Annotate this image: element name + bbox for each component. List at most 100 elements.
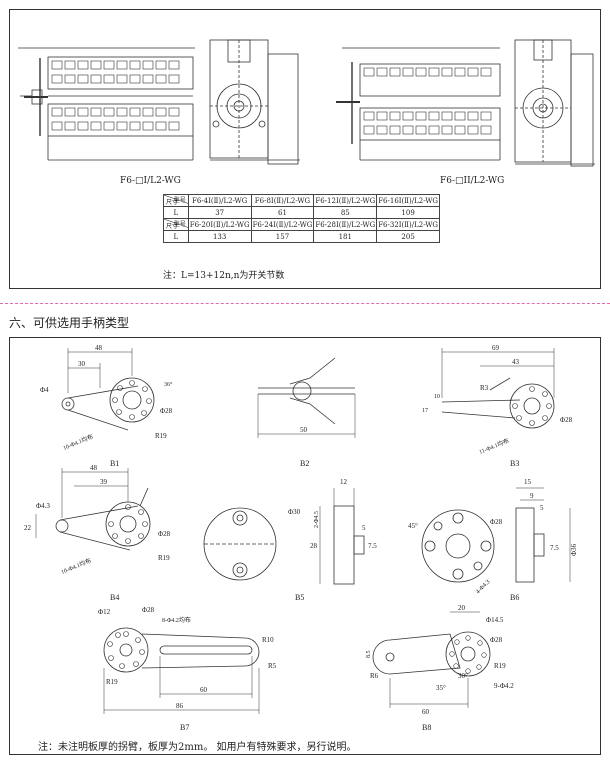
table-cell-value: 133 <box>187 230 252 243</box>
table-cell-model: F6-20Ⅰ(Ⅱ)/L2-WG <box>187 218 252 231</box>
b6-dim: 7.5 <box>550 544 559 552</box>
b4-dim: Φ4.3 <box>36 502 50 510</box>
table-note: 注：L=13+12n,n为开关节数 <box>163 271 285 281</box>
handle-b1-drawing <box>61 348 155 431</box>
b3-dim: 17 <box>422 408 428 414</box>
table-cell-value: 85 <box>313 206 378 219</box>
b6-dim: 15 <box>524 478 532 486</box>
handle-b6-drawing <box>421 487 571 583</box>
table-corner: 型号 尺寸 <box>163 218 189 231</box>
switch-assembly-drawings <box>18 39 595 167</box>
b8-dim: R6 <box>370 672 379 680</box>
b8-dim: 30° <box>458 672 468 680</box>
b1-dim: 30 <box>78 360 86 368</box>
b7-dim: Φ28 <box>142 606 155 614</box>
handle-b8-drawing <box>372 611 491 708</box>
b4-dim: Φ28 <box>158 530 171 538</box>
caption-model-ii: F6-□II/L2-WG <box>440 176 505 186</box>
table-row: L 37 61 85 109 <box>163 206 440 219</box>
b3-dim: 10 <box>434 394 440 400</box>
b8-dim: 8.5 <box>366 651 372 659</box>
b4-dim: 48 <box>90 464 98 472</box>
b3-dim: R3 <box>480 384 489 392</box>
b4-dim: 39 <box>100 478 108 486</box>
handle-drawings: 48 30 R19 Φ28 Φ4 10-Φ4.1均布 36° B1 50 B2 <box>24 344 578 732</box>
b6-dim: 4-Φ4.3 <box>475 579 491 595</box>
table-cell-value: 109 <box>376 206 440 219</box>
handle-b7-drawing <box>103 627 260 714</box>
b3-dim: 69 <box>492 344 500 352</box>
b7-label: B7 <box>180 723 189 732</box>
b6-dim: 5 <box>540 504 544 512</box>
b8-dim: Φ28 <box>490 636 503 644</box>
b7-dim: R5 <box>268 662 277 670</box>
b1-label: B1 <box>110 459 119 468</box>
b2-dim: 50 <box>300 426 308 434</box>
handle-b3-drawing <box>441 348 555 429</box>
b3-label: B3 <box>510 459 519 468</box>
caption-model-i: F6-□I/L2-WG <box>120 176 181 186</box>
switch-dimension-panel: F6-□I/L2-WG F6-□II/L2-WG 型号 尺寸 F6-4Ⅰ(Ⅱ)/… <box>9 9 601 289</box>
b7-dim: R10 <box>262 636 274 644</box>
b8-dim: 35° <box>436 684 446 692</box>
b6-dim: Φ36 <box>570 543 578 556</box>
b5-dim: 7.5 <box>368 542 377 550</box>
handle-b4-drawing <box>35 468 151 551</box>
switch-end-view-left <box>209 39 300 165</box>
table-row-label: L <box>163 206 189 219</box>
switch-body-right-drawing <box>336 47 501 161</box>
table-cell-value: 61 <box>250 206 315 219</box>
handle-types-panel: 48 30 R19 Φ28 Φ4 10-Φ4.1均布 36° B1 50 B2 <box>9 337 601 755</box>
b1-dim: 36° <box>164 381 173 388</box>
b7-dim: 8-Φ4.2均布 <box>162 616 191 624</box>
b8-dim: 9-Φ4.2 <box>494 682 514 690</box>
table-cell-value: 37 <box>187 206 252 219</box>
b4-dim: 22 <box>24 524 32 532</box>
b5-dim: 28 <box>310 542 318 550</box>
b5-dim: 12 <box>340 478 348 486</box>
table-cell-model: F6-32Ⅰ(Ⅱ)/L2-WG <box>376 218 440 231</box>
b4-dim: R19 <box>158 554 170 562</box>
b6-label: B6 <box>510 593 519 602</box>
b7-dim: 60 <box>200 686 208 694</box>
table-cell-value: 181 <box>313 230 378 243</box>
table-row: L 133 157 181 205 <box>163 230 440 243</box>
section-heading: 六、可供选用手柄类型 <box>9 316 130 330</box>
handle-b5-drawing <box>203 488 365 585</box>
table-row-label: L <box>163 230 189 243</box>
b3-dim: 11-Φ4.1均布 <box>478 437 510 456</box>
b6-dim: 9 <box>530 492 534 500</box>
table-cell-model: F6-8Ⅰ(Ⅱ)/L2-WG <box>250 194 315 207</box>
b2-label: B2 <box>300 459 309 468</box>
dimension-table: 型号 尺寸 F6-4Ⅰ(Ⅱ)/L2-WG F6-8Ⅰ(Ⅱ)/L2-WG F6-1… <box>163 194 440 243</box>
b6-dim: Φ28 <box>490 518 503 526</box>
b8-dim: 60 <box>422 708 430 716</box>
b7-dim: 86 <box>176 702 184 710</box>
table-cell-value: 157 <box>250 230 315 243</box>
b1-dim: 10-Φ4.1均布 <box>62 432 95 451</box>
b7-dim: Φ12 <box>98 608 111 616</box>
table-cell-model: F6-16Ⅰ(Ⅱ)/L2-WG <box>376 194 440 207</box>
b7-dim: R19 <box>106 678 118 686</box>
b8-dim: R19 <box>494 662 506 670</box>
table-row: 型号 尺寸 F6-4Ⅰ(Ⅱ)/L2-WG F6-8Ⅰ(Ⅱ)/L2-WG F6-1… <box>163 194 440 207</box>
table-cell-model: F6-28Ⅰ(Ⅱ)/L2-WG <box>313 218 378 231</box>
b1-dim: R19 <box>155 432 167 440</box>
switch-body-left-drawing <box>18 47 195 161</box>
handle-b2-drawing <box>257 357 356 438</box>
b1-dim: Φ4 <box>40 386 49 394</box>
b3-dim: Φ28 <box>560 416 573 424</box>
b1-dim: Φ28 <box>160 407 173 415</box>
footnote: 注：未注明板厚的拐臂，板厚为2mm。 如用户有特殊要求，另行说明。 <box>38 742 357 753</box>
b3-dim: 43 <box>512 358 520 366</box>
b8-dim: Φ14.5 <box>486 616 504 624</box>
b8-dim: 20 <box>458 604 466 612</box>
b5-dim: 5 <box>362 524 366 532</box>
table-cell-value: 205 <box>376 230 440 243</box>
section-divider <box>0 303 610 304</box>
b1-dim: 48 <box>95 344 103 352</box>
b5-dim: Φ30 <box>288 508 301 516</box>
b5-label: B5 <box>295 593 304 602</box>
b8-label: B8 <box>422 723 431 732</box>
switch-end-view-right <box>514 39 595 167</box>
